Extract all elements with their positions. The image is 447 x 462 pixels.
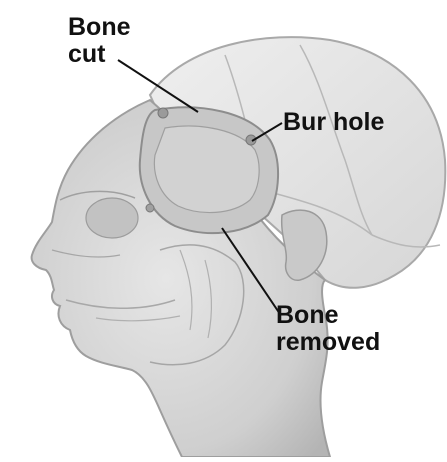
label-bone-removed: Bone removed — [276, 302, 380, 356]
burr-hole-3 — [146, 204, 154, 212]
label-bone-removed-line1: Bone — [276, 302, 380, 329]
label-bone-cut-line2: cut — [68, 41, 131, 68]
label-bone-cut-line1: Bone — [68, 14, 131, 41]
eye-socket — [86, 198, 138, 238]
label-bone-cut: Bone cut — [68, 14, 131, 68]
label-bone-removed-line2: removed — [276, 329, 380, 356]
burr-hole-1 — [158, 108, 168, 118]
label-bur-hole: Bur hole — [283, 109, 384, 136]
